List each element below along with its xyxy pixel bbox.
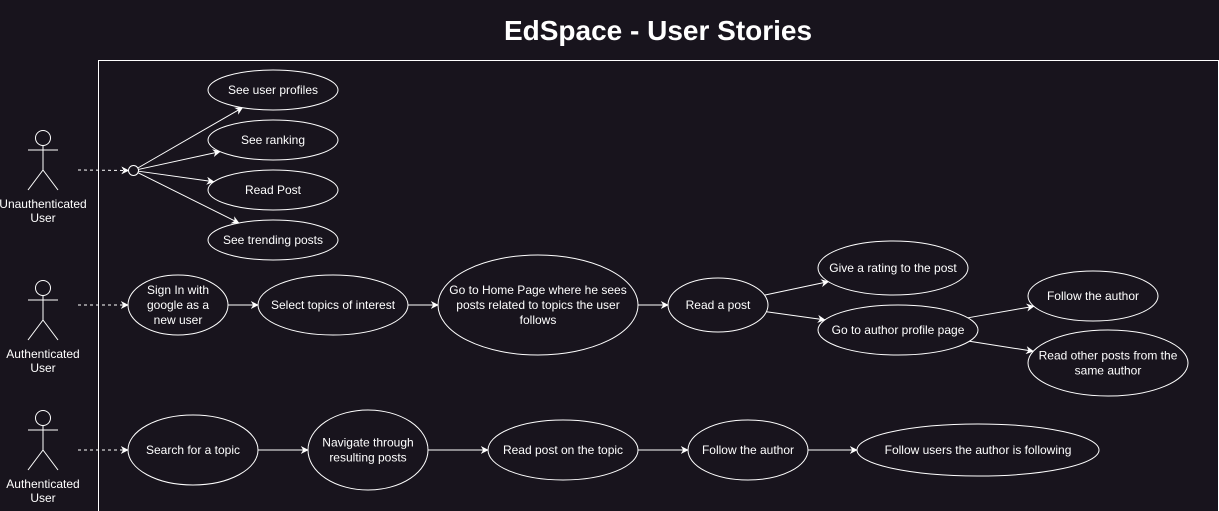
- use-case-t1[interactable]: Search for a topic: [127, 414, 259, 486]
- use-case-label: Sign In with: [147, 283, 209, 297]
- use-case-shape: [127, 274, 229, 336]
- connector-a1-hub: [77, 166, 130, 175]
- connector-s4-s5: [764, 279, 830, 296]
- use-case-shape: [437, 254, 639, 356]
- actor-left-leg: [27, 449, 44, 471]
- use-case-label: Select topics of interest: [271, 298, 396, 312]
- actor-left-leg: [27, 319, 44, 341]
- connector-s6-s8: [969, 340, 1035, 355]
- use-case-label: Go to Home Page where he sees: [449, 283, 626, 297]
- use-case-label: Follow users the author is following: [885, 443, 1072, 457]
- use-case-u2[interactable]: See ranking: [207, 119, 339, 161]
- use-case-shape: [257, 274, 409, 336]
- use-case-label: resulting posts: [329, 451, 406, 465]
- use-case-s5[interactable]: Give a rating to the post: [817, 240, 969, 296]
- connector-hub-u1: [137, 107, 244, 169]
- use-case-s7[interactable]: Follow the author: [1027, 270, 1159, 322]
- use-case-s4[interactable]: Read a post: [667, 277, 769, 333]
- use-case-shape: [207, 119, 339, 161]
- use-case-shape: [207, 219, 339, 261]
- actor-head: [35, 130, 51, 146]
- use-case-label: same author: [1075, 364, 1142, 378]
- actor-label: User: [30, 491, 55, 505]
- actor-label: Authenticated: [6, 477, 79, 491]
- actor-right-leg: [42, 169, 59, 191]
- use-case-u1[interactable]: See user profiles: [207, 69, 339, 111]
- use-case-label: See user profiles: [228, 83, 318, 97]
- connector-s6-s7: [967, 303, 1035, 319]
- use-case-label: Read post on the topic: [503, 443, 623, 457]
- connector-hub-u4: [137, 172, 240, 224]
- use-case-label: Read Post: [245, 183, 302, 197]
- use-case-label: Search for a topic: [146, 443, 240, 457]
- use-case-t3[interactable]: Read post on the topic: [487, 419, 639, 481]
- use-case-shape: [1027, 329, 1189, 397]
- use-case-shape: [817, 304, 979, 356]
- use-case-t4[interactable]: Follow the author: [687, 419, 809, 481]
- connector-hub-u2: [138, 149, 221, 170]
- use-case-shape: [687, 419, 809, 481]
- actor-head: [35, 280, 51, 296]
- use-case-label: Navigate through: [322, 436, 413, 450]
- actor-right-leg: [42, 449, 59, 471]
- hub-layer: [128, 165, 139, 176]
- use-case-shape: [127, 414, 259, 486]
- use-case-label: Give a rating to the post: [829, 261, 957, 275]
- use-case-label: See trending posts: [223, 233, 323, 247]
- diagram-title: EdSpace - User Stories: [504, 15, 812, 46]
- use-case-label: google as a: [147, 298, 209, 312]
- use-case-u4[interactable]: See trending posts: [207, 219, 339, 261]
- use-case-shape: [856, 423, 1100, 477]
- use-case-shape: [487, 419, 639, 481]
- use-case-label: Read a post: [686, 298, 751, 312]
- actor-label: Unauthenticated: [0, 197, 87, 211]
- actor-head: [35, 410, 51, 426]
- actor-right-leg: [42, 319, 59, 341]
- use-case-s6[interactable]: Go to author profile page: [817, 304, 979, 356]
- actors-layer: UnauthenticatedUserAuthenticatedUserAuth…: [0, 130, 87, 505]
- connector-hub-u3: [138, 170, 215, 185]
- use-case-shape: [307, 409, 429, 491]
- actor-label: Authenticated: [6, 347, 79, 361]
- use-case-s2[interactable]: Select topics of interest: [257, 274, 409, 336]
- use-case-shape: [207, 69, 339, 111]
- use-case-label: Follow the author: [1047, 289, 1139, 303]
- use-case-shape: [207, 169, 339, 211]
- actor-label: User: [30, 211, 55, 225]
- use-case-label: posts related to topics the user: [456, 298, 619, 312]
- actor-left-leg: [27, 169, 44, 191]
- use-case-label: new user: [154, 313, 203, 327]
- use-case-u3[interactable]: Read Post: [207, 169, 339, 211]
- use-case-label: follows: [520, 313, 557, 327]
- use-case-shape: [1027, 270, 1159, 322]
- use-case-label: See ranking: [241, 133, 305, 147]
- use-case-shape: [667, 277, 769, 333]
- use-case-label: Read other posts from the: [1039, 349, 1178, 363]
- actor-label: User: [30, 361, 55, 375]
- use-case-label: Go to author profile page: [832, 323, 965, 337]
- use-case-t5[interactable]: Follow users the author is following: [856, 423, 1100, 477]
- branch-hub: [128, 165, 139, 176]
- connections-layer: [77, 107, 1035, 454]
- use-case-shape: [817, 240, 969, 296]
- connector-s4-s6: [766, 311, 826, 323]
- use-case-label: Follow the author: [702, 443, 794, 457]
